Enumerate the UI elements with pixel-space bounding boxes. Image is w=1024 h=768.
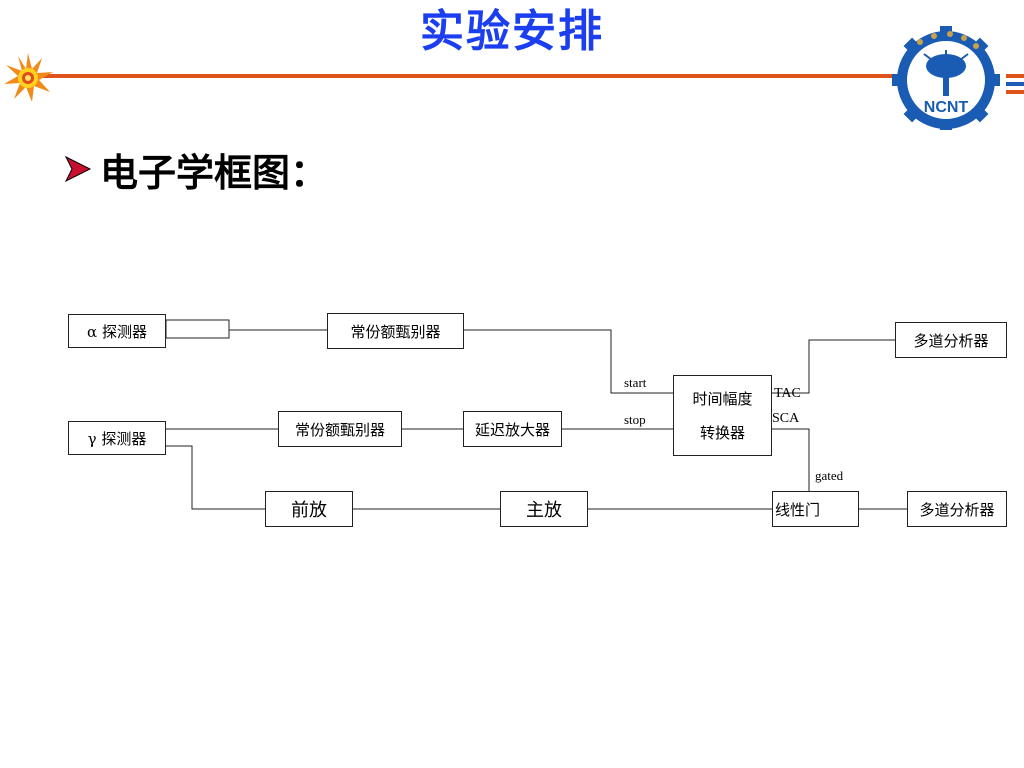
ncnt-logo: NCNT bbox=[892, 26, 1000, 130]
bullet-heading: 电子学框图： bbox=[64, 144, 329, 195]
cfd-top-label: 常份额甄别器 bbox=[350, 322, 441, 341]
linear-gate: 线性门 bbox=[772, 491, 859, 527]
header-rule bbox=[30, 74, 898, 78]
tac-box: 时间幅度 转换器 bbox=[673, 375, 772, 456]
cfd-top: 常份额甄别器 bbox=[327, 313, 464, 349]
header-rule-right bbox=[1006, 74, 1024, 94]
bullet-text: 电子学框图： bbox=[100, 150, 329, 195]
slide-title: 实验安排 bbox=[420, 6, 604, 57]
gamma-detector: γ 探测器 bbox=[68, 421, 166, 455]
gamma-detector-label: γ 探测器 bbox=[87, 429, 147, 448]
cfd-mid: 常份额甄别器 bbox=[278, 411, 402, 447]
mca-bottom-label: 多道分析器 bbox=[919, 500, 995, 519]
sca-output-label: SCA bbox=[772, 411, 800, 426]
tac-output-label: TAC bbox=[774, 386, 801, 401]
alpha-detector-label: α 探测器 bbox=[87, 322, 147, 341]
tac-label-2: 转换器 bbox=[699, 423, 745, 442]
sun-icon bbox=[4, 53, 53, 102]
mca-top: 多道分析器 bbox=[895, 322, 1007, 358]
main-amp-label: 主放 bbox=[526, 500, 562, 521]
logo-text: NCNT bbox=[924, 99, 969, 116]
main-amp: 主放 bbox=[500, 491, 588, 527]
stop-label: stop bbox=[624, 412, 646, 427]
preamp: 前放 bbox=[265, 491, 353, 527]
gated-label: gated bbox=[815, 468, 844, 483]
mca-top-label: 多道分析器 bbox=[913, 331, 989, 350]
linear-gate-label: 线性门 bbox=[775, 500, 821, 519]
start-label: start bbox=[624, 375, 647, 390]
delay-amplifier-label: 延迟放大器 bbox=[474, 420, 550, 439]
tac-label-1: 时间幅度 bbox=[692, 389, 753, 408]
preamp-label: 前放 bbox=[291, 500, 327, 521]
alpha-detector: α 探测器 bbox=[68, 314, 166, 348]
arrow-bullet-icon bbox=[64, 155, 92, 183]
cfd-mid-label: 常份额甄别器 bbox=[294, 420, 385, 439]
mca-bottom: 多道分析器 bbox=[907, 491, 1007, 527]
delay-amplifier: 延迟放大器 bbox=[463, 411, 562, 447]
